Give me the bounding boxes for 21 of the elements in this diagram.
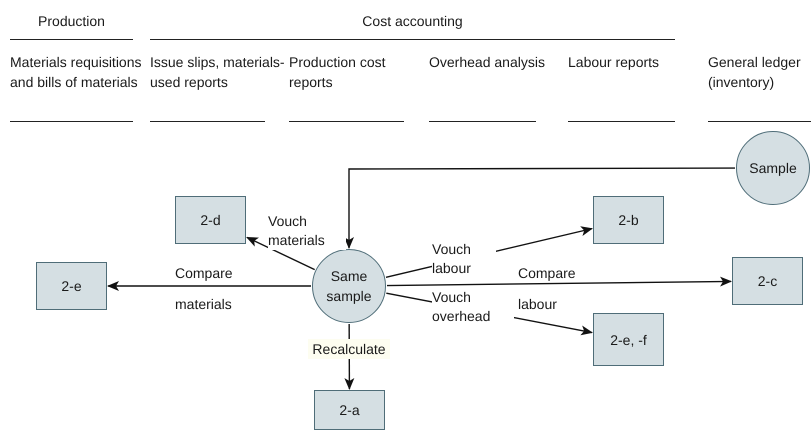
edge-label: Compare labour [518, 264, 577, 314]
arrow [246, 236, 315, 270]
column-heading: Issue slips, materials-used reports [150, 53, 285, 92]
column-heading: Production cost reports [289, 53, 386, 92]
column-heading: Labour reports [568, 53, 660, 72]
process-box: 2-e [36, 262, 107, 310]
column-group-heading: Cost accounting [361, 12, 464, 31]
column-heading: Materials requisitions and bills of materials [10, 53, 142, 92]
edge-label: Compare materials [175, 264, 234, 314]
process-box: 2-a [314, 390, 385, 430]
edge-label: Recalculate [308, 339, 390, 359]
arrow [386, 276, 732, 287]
process-box: 2-d [175, 196, 246, 244]
column-heading: General ledger (inventory) [708, 53, 802, 92]
column-heading: Overhead analysis [429, 53, 546, 72]
column-group-heading: Production [37, 12, 106, 31]
arrow [344, 167, 735, 249]
process-box: 2-b [593, 196, 664, 244]
arrow [107, 281, 311, 291]
process-box: 2-c [732, 257, 803, 305]
process-box: 2-e, -f [593, 313, 664, 366]
